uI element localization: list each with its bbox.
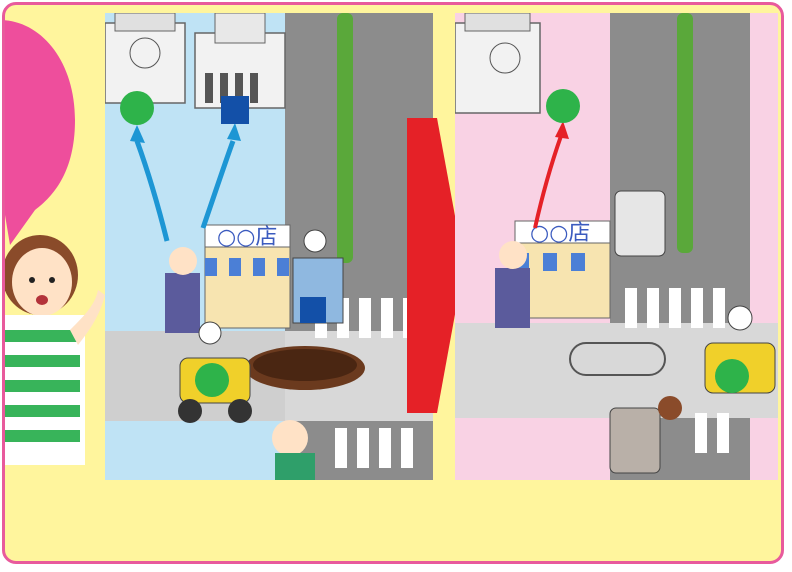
- after-panel: ○○店: [455, 13, 778, 480]
- arrow-head-icon: [555, 121, 569, 139]
- shop-sign-before: ○○店: [217, 225, 277, 250]
- arrow-head-icon: [130, 125, 145, 143]
- woman-in-apron-figure: [5, 235, 105, 465]
- blue-square-marker: [300, 297, 326, 323]
- illustration-frame: ○○店: [2, 2, 784, 564]
- before-panel: ○○店: [105, 13, 433, 480]
- speech-bubble-icon: [5, 20, 75, 245]
- transition-arrow-icon: [407, 118, 464, 413]
- arrow-head-icon: [227, 123, 241, 141]
- shop-sign-after: ○○店: [530, 221, 590, 246]
- green-circle-marker: [195, 363, 229, 397]
- green-circle-marker: [120, 91, 154, 125]
- blue-square-marker: [221, 96, 249, 124]
- green-circle-marker: [715, 359, 749, 393]
- green-circle-marker: [546, 89, 580, 123]
